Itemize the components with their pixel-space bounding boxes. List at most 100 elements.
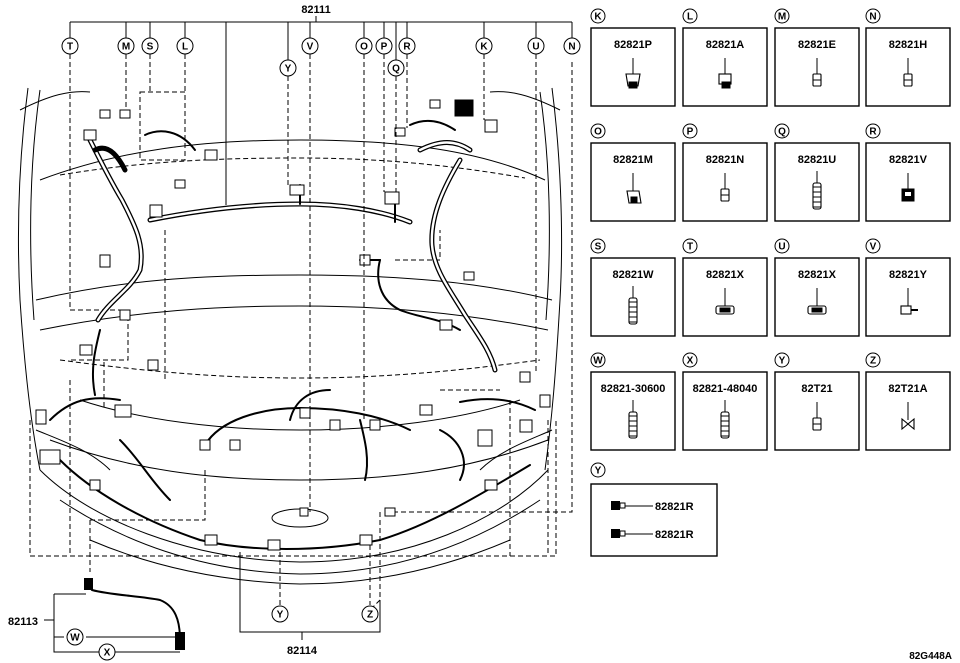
connector-part-number: 82821X [798, 269, 837, 281]
callout-y-top: Y [279, 59, 297, 77]
connector-box-letter: U [774, 238, 790, 254]
flat-connector-icon [715, 288, 735, 315]
small-connector-icon [903, 58, 913, 87]
connector-box-u: U 82821X [774, 238, 860, 337]
tall-connector-icon [812, 171, 822, 210]
connector-box-l: L 82821A [682, 8, 768, 107]
callout-letter: O [360, 42, 368, 53]
connector-box-letter: T [682, 238, 698, 254]
connector-box-letter: W [590, 352, 606, 368]
grommet-clip-icon [625, 58, 641, 89]
callout-letter: R [403, 42, 411, 53]
callout-letter: N [869, 12, 876, 23]
connector-part-number: 82821Y [889, 269, 928, 281]
block-connector-icon [901, 173, 915, 202]
connector-box-v: V 82821Y [865, 238, 951, 337]
callout-letter: Y [779, 356, 786, 367]
part-82114-label: 82114 [287, 645, 318, 657]
small-connector-icon [812, 58, 822, 87]
callout-letter: X [687, 356, 694, 367]
callout-letter: S [595, 242, 602, 253]
callout-letter: M [122, 42, 130, 53]
connector-part-number: 82821E [798, 39, 836, 51]
connector-box-letter: V [865, 238, 881, 254]
callout-l-top: L [176, 37, 194, 55]
connector-box-letter: Z [865, 352, 881, 368]
callout-letter: U [778, 242, 785, 253]
connector-box-x: X 82821-48040 [682, 352, 768, 451]
connector-part-number: 82821P [614, 39, 652, 51]
callout-letter: L [687, 12, 693, 23]
connector-part-number: 82821A [706, 39, 745, 51]
connector-box-frame [774, 371, 860, 451]
harness-connectors [35, 99, 551, 551]
connector-part-number: 82821M [613, 154, 653, 166]
sub-harness-82113: 82113 [8, 578, 185, 653]
callout-letter: Q [392, 64, 400, 75]
main-part-number: 82111 [301, 4, 330, 16]
connector-box-o: O 82821M [590, 123, 676, 222]
callout-s-top: S [141, 37, 159, 55]
tall-connector-icon [720, 400, 730, 439]
connector-box-r: R 82821V [865, 123, 951, 222]
connector-box-letter: P [682, 123, 698, 139]
angled-connector-icon [626, 173, 642, 204]
pin-connector-icon [900, 288, 918, 315]
vehicle-body-outline [17, 87, 563, 585]
connector-box-s: S 82821W [590, 238, 676, 337]
callout-r-top: R [398, 37, 416, 55]
callout-letter: L [182, 42, 188, 53]
callout-letter: O [594, 127, 602, 138]
callout-letter: V [307, 42, 314, 53]
connector-box-letter: Q [774, 123, 790, 139]
callout-letter: T [687, 242, 693, 253]
detail-part-number: 82821R [655, 529, 694, 541]
callout-letter: Y [285, 64, 292, 75]
callout-v-top: V [301, 37, 319, 55]
callout-y-bottom: Y [271, 605, 289, 623]
connector-part-number: 82821-48040 [693, 383, 758, 395]
callout-letter: S [147, 42, 154, 53]
callout-k-top: K [475, 37, 493, 55]
connector-box-letter: M [774, 8, 790, 24]
connector-part-number: 82821V [889, 154, 928, 166]
dashed-leader-lines [29, 60, 573, 611]
callout-leaders [69, 54, 537, 512]
connector-box-frame [865, 371, 951, 451]
tall-connector-icon [628, 286, 638, 325]
connector-grid: K 82821P L 82821A M 82821E N 82821H O 82821M P 8282… [590, 8, 951, 451]
connector-clip-icon [718, 58, 732, 89]
connector-box-w: W 82821-30600 [590, 352, 676, 451]
callout-letter: M [778, 12, 786, 23]
callout-z-bottom: Z [361, 605, 379, 623]
tall-connector-icon [628, 400, 638, 439]
bow-connector-icon [901, 402, 915, 431]
callout-letter: P [687, 127, 694, 138]
flat-connector-icon [807, 288, 827, 315]
reference-code: 82G448A [909, 651, 952, 662]
callout-letter: Y [595, 466, 602, 477]
connector-box-n: N 82821H [865, 8, 951, 107]
callout-x-bottom: X [98, 643, 116, 661]
callout-letter: T [67, 42, 73, 53]
callout-letter: X [104, 648, 111, 659]
callout-letter: Q [778, 127, 786, 138]
callout-letter: K [480, 42, 488, 53]
connector-box-m: M 82821E [774, 8, 860, 107]
connector-part-number: 82821-30600 [601, 383, 666, 395]
connector-box-letter: X [682, 352, 698, 368]
connector-part-number: 82821W [613, 269, 655, 281]
callout-letter: Z [870, 356, 876, 367]
callout-letter: K [594, 12, 602, 23]
callout-letter: R [869, 127, 877, 138]
callout-letter: Z [367, 610, 373, 621]
connector-part-number: 82821H [889, 39, 928, 51]
small-connector-icon [812, 402, 822, 431]
